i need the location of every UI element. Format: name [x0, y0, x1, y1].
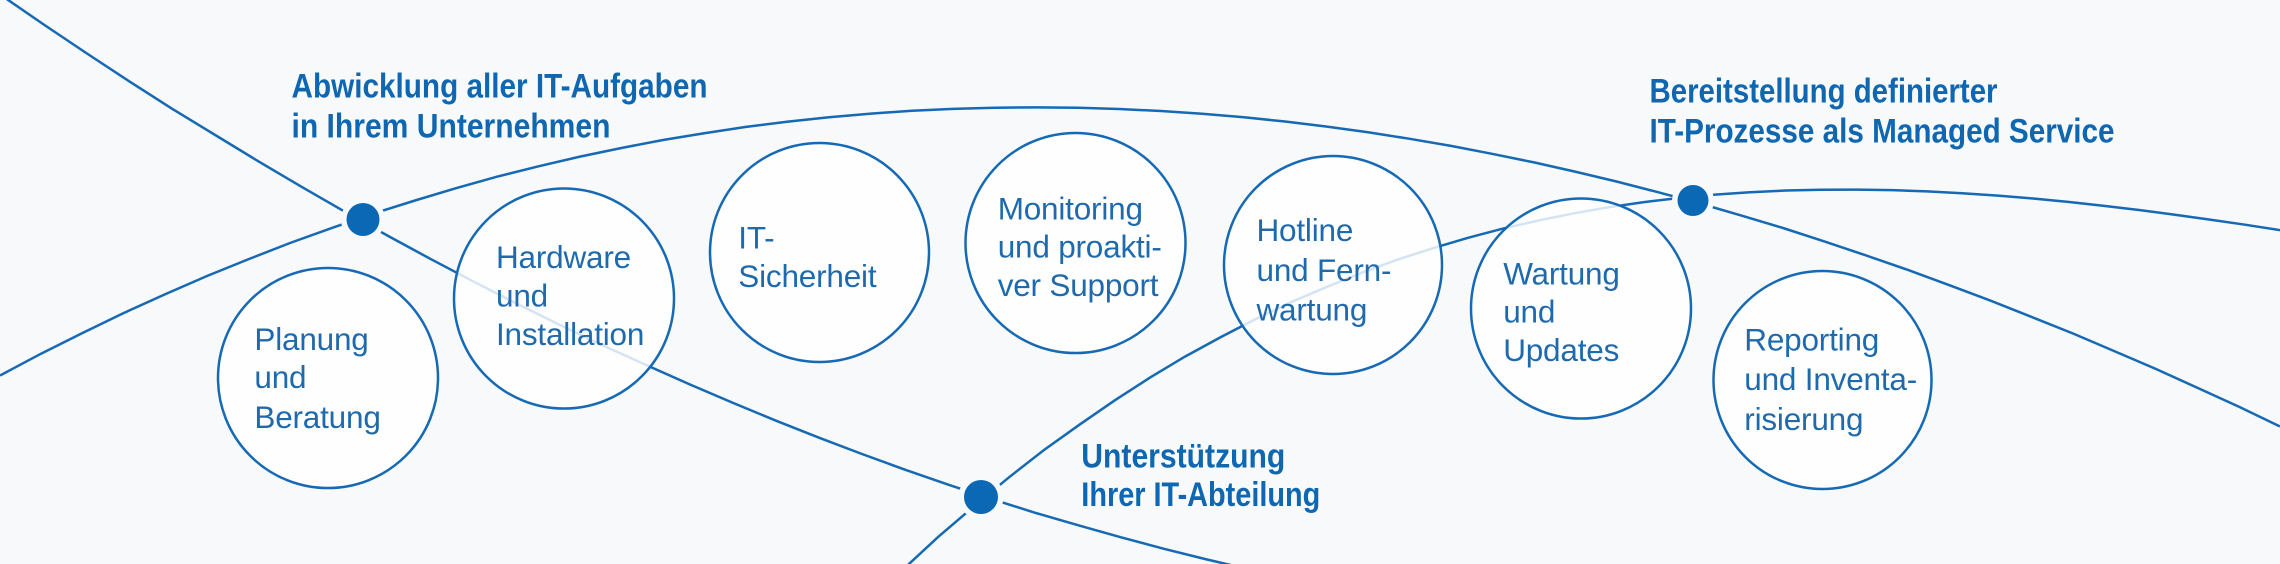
svg-text:in Ihrem Unternehmen: in Ihrem Unternehmen [292, 108, 611, 146]
svg-text:Planung: Planung [254, 321, 368, 357]
svg-text:Installation: Installation [496, 316, 644, 352]
svg-text:Monitoring: Monitoring [998, 190, 1143, 226]
svg-text:und: und [1503, 294, 1555, 330]
svg-text:ver Support: ver Support [998, 267, 1159, 303]
svg-text:Bereitstellung definierter: Bereitstellung definierter [1650, 73, 1998, 111]
svg-text:IT-Prozesse als Managed Servic: IT-Prozesse als Managed Service [1650, 113, 2115, 151]
svg-text:risierung: risierung [1744, 401, 1863, 437]
svg-text:und: und [496, 278, 548, 314]
svg-text:und Inventa-: und Inventa- [1744, 361, 1917, 397]
svg-text:Beratung: Beratung [254, 399, 380, 435]
svg-text:Wartung: Wartung [1503, 255, 1619, 291]
svg-text:Ihrer IT-Abteilung: Ihrer IT-Abteilung [1081, 476, 1320, 514]
svg-text:wartung: wartung [1256, 292, 1368, 328]
svg-text:Updates: Updates [1503, 332, 1619, 368]
svg-text:Unterstützung: Unterstützung [1081, 438, 1285, 476]
svg-text:Hotline: Hotline [1257, 212, 1354, 248]
svg-text:Abwicklung aller IT-Aufgaben: Abwicklung aller IT-Aufgaben [292, 67, 708, 105]
svg-text:IT-: IT- [738, 220, 774, 256]
svg-text:und: und [254, 359, 306, 395]
svg-text:Reporting: Reporting [1744, 321, 1879, 357]
svg-text:und proakti-: und proakti- [998, 229, 1162, 265]
svg-text:Hardware: Hardware [496, 239, 631, 275]
svg-text:und Fern-: und Fern- [1257, 252, 1392, 288]
svg-text:Sicherheit: Sicherheit [738, 258, 877, 294]
